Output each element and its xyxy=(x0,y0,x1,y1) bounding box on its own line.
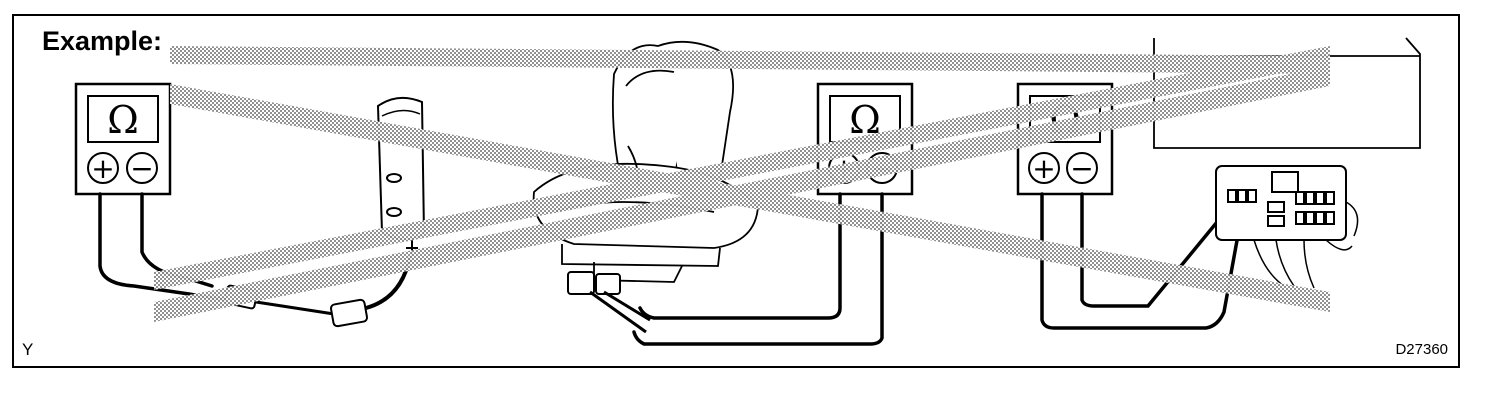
hatch-overlay xyxy=(154,46,1330,322)
diagram-frame: Ω + − xyxy=(12,14,1460,368)
illustration: Ω + − xyxy=(74,37,1421,346)
ohmmeter-1: Ω + − xyxy=(74,82,172,196)
seat-connector xyxy=(567,271,651,334)
plus-terminal-3: + xyxy=(1032,152,1055,185)
figure-code: D27360 xyxy=(1395,341,1448,358)
minus-terminal-1: − xyxy=(130,152,153,185)
test-leads-3 xyxy=(1040,192,1246,330)
minus-terminal-3: − xyxy=(1070,152,1093,185)
corner-label-left: Y xyxy=(22,340,34,359)
ecu-connector xyxy=(1215,165,1359,289)
ohm-symbol-1: Ω xyxy=(107,98,139,142)
example-title: Example: xyxy=(42,26,163,56)
plus-terminal-1: + xyxy=(91,152,114,185)
test-leads-2 xyxy=(632,192,884,346)
